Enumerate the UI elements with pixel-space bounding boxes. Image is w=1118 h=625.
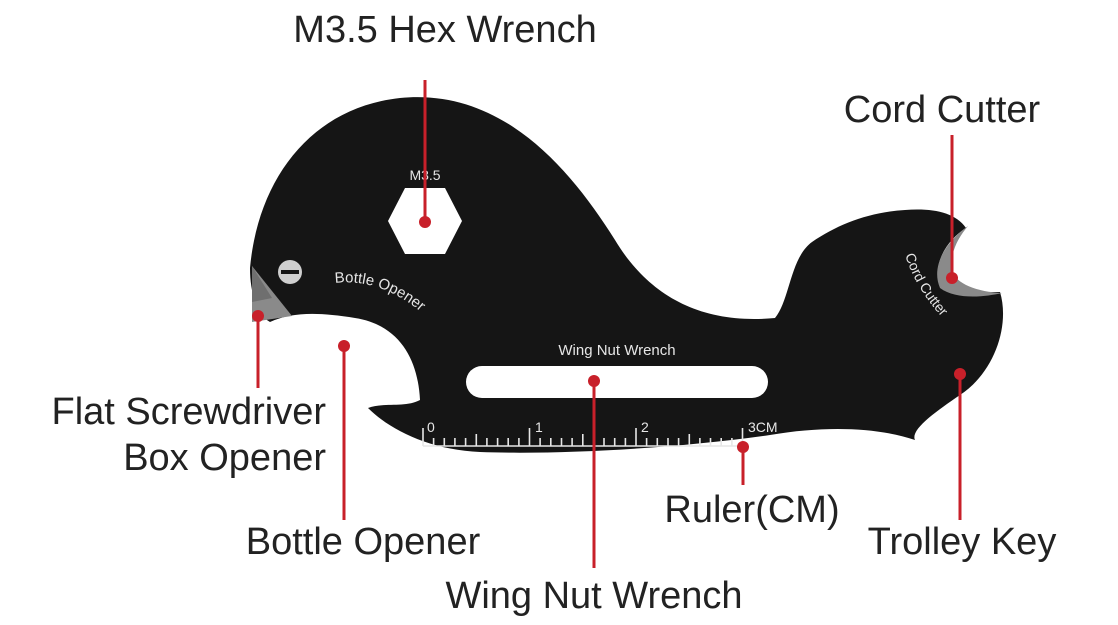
ruler-tick-3cm: 3CM	[748, 419, 778, 435]
ruler-callout: Ruler(CM)	[664, 489, 839, 531]
box-opener-callout: Box Opener	[123, 437, 326, 479]
ruler-dot	[737, 441, 749, 453]
cord-cutter-callout: Cord Cutter	[844, 89, 1041, 131]
screwdriver-blade-shade	[252, 266, 272, 302]
ruler-tick-1: 1	[535, 419, 543, 435]
wing-nut-slot	[466, 366, 768, 398]
hex-wrench-callout: M3.5 Hex Wrench	[293, 9, 596, 51]
screwdriver-blade	[252, 266, 292, 322]
screwdriver-dot	[252, 310, 264, 322]
wing-nut-dot	[588, 375, 600, 387]
wing-nut-engraving: Wing Nut Wrench	[558, 342, 675, 359]
tool-body	[250, 97, 1004, 453]
trolley-key-dot	[954, 368, 966, 380]
cord-cutter-dot	[946, 272, 958, 284]
wing-nut-callout: Wing Nut Wrench	[445, 575, 742, 617]
hex-wrench-dot	[419, 216, 431, 228]
ruler-tick-2: 2	[641, 419, 649, 435]
flat-screwdriver-callout: Flat Screwdriver	[52, 391, 327, 433]
bottle-opener-callout: Bottle Opener	[246, 521, 481, 563]
ruler-tick-0: 0	[427, 419, 435, 435]
trolley-key-callout: Trolley Key	[868, 521, 1057, 563]
bottle-opener-dot	[338, 340, 350, 352]
flat-screw-slot	[281, 270, 299, 274]
